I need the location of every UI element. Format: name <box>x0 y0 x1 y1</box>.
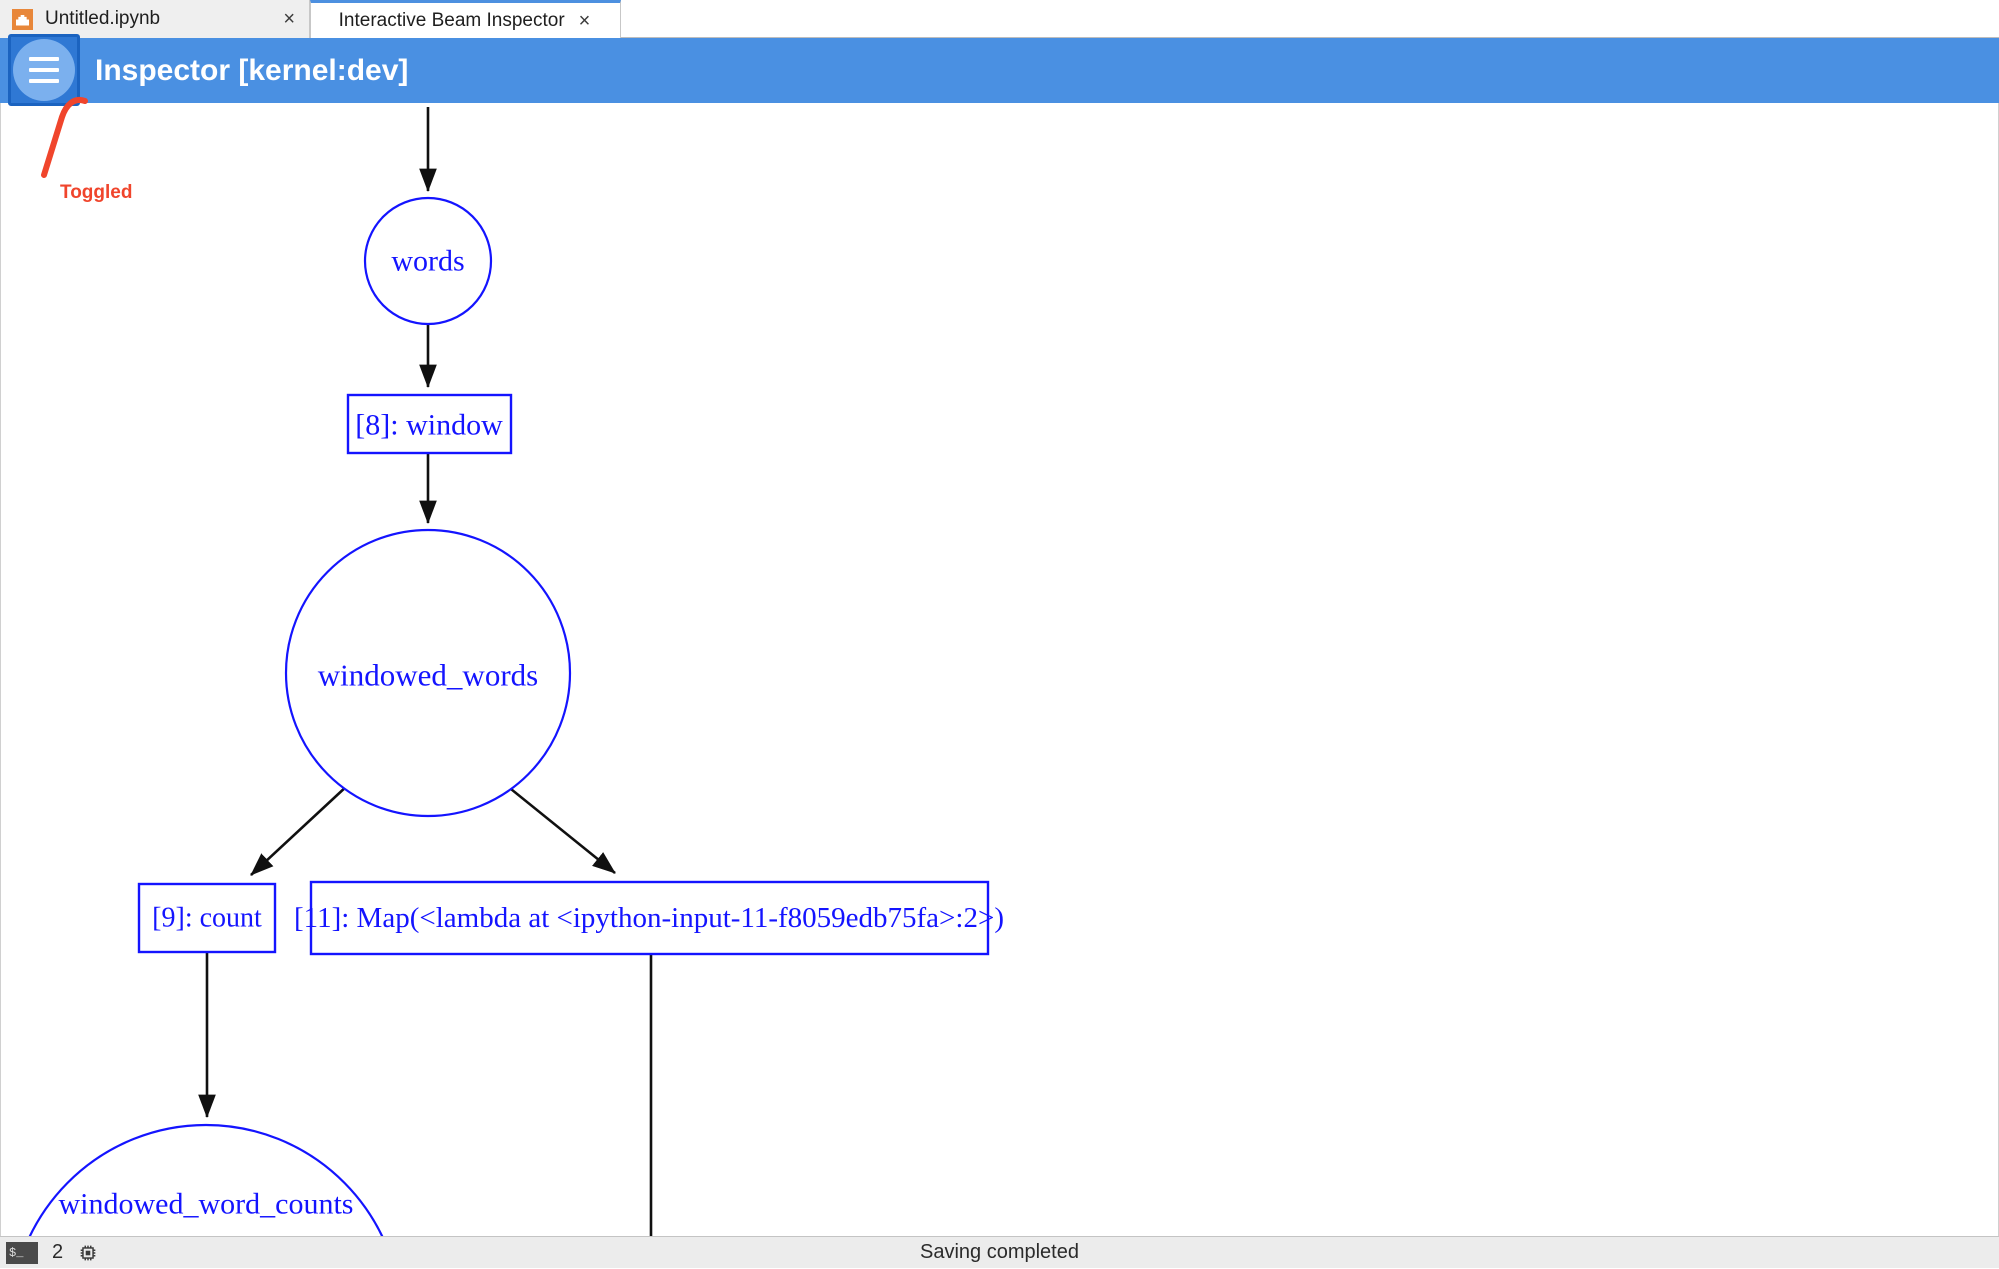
node-label: [11]: Map(<lambda at <ipython-input-11-f… <box>294 902 1004 934</box>
node-shape <box>346 393 513 455</box>
node-shape <box>363 196 493 326</box>
edge-windowed-words-to-map <box>505 783 616 875</box>
inspector-header-bar <box>0 38 1999 103</box>
node-windowed-word-counts[interactable]: windowed_word_counts <box>10 1123 402 1238</box>
status-message: Saving completed <box>920 1241 1079 1263</box>
tab-bar: Untitled.ipynb × Interactive Beam Inspec… <box>0 0 1999 38</box>
tab-label: Untitled.ipynb <box>45 8 161 29</box>
node-windowed-words[interactable]: windowed_words <box>284 528 572 818</box>
page-title: Inspector [kernel:dev] <box>95 54 409 87</box>
hamburger-menu-button[interactable] <box>8 34 80 106</box>
node-window[interactable]: [8]: window <box>346 393 513 455</box>
node-words[interactable]: words <box>363 196 493 326</box>
node-label: windowed_word_counts <box>59 1188 354 1221</box>
node-count[interactable]: [9]: count <box>137 882 277 954</box>
node-shape <box>309 880 990 956</box>
tab-interactive-beam-inspector[interactable]: Interactive Beam Inspector × <box>310 0 621 38</box>
pipeline-graph: words [8]: window windowed_words [9]: co… <box>10 107 1004 1238</box>
node-shape <box>137 882 277 954</box>
close-icon[interactable]: × <box>578 9 591 32</box>
hamburger-icon <box>13 39 75 101</box>
tab-label: Interactive Beam Inspector <box>338 9 565 31</box>
node-shape <box>27 1123 385 1238</box>
node-label: [8]: window <box>355 409 503 442</box>
status-bar-left: $_ 2 <box>0 1241 99 1264</box>
terminal-icon[interactable]: $_ <box>6 1241 38 1264</box>
node-label: words <box>391 245 464 278</box>
node-map-lambda[interactable]: [11]: Map(<lambda at <ipython-input-11-f… <box>294 880 1004 956</box>
node-label: windowed_words <box>318 658 538 693</box>
graph-edges <box>198 107 653 1238</box>
beam-pipeline-graph-panel[interactable]: words [8]: window windowed_words [9]: co… <box>0 103 1999 1238</box>
tab-untitled-ipynb[interactable]: Untitled.ipynb × <box>0 0 310 38</box>
close-icon[interactable]: × <box>283 8 295 30</box>
status-bar: $_ 2 Saving completed <box>0 1236 1999 1268</box>
kernel-chip-icon[interactable] <box>77 1242 99 1264</box>
graph-nodes: words [8]: window windowed_words [9]: co… <box>10 196 1004 1238</box>
node-shape <box>284 528 572 818</box>
node-label: [9]: count <box>152 903 262 934</box>
kernel-count: 2 <box>52 1241 64 1263</box>
notebook-icon <box>12 8 33 30</box>
edge-windowed-words-to-count <box>250 784 349 876</box>
annotation-label: Toggled <box>60 182 133 203</box>
